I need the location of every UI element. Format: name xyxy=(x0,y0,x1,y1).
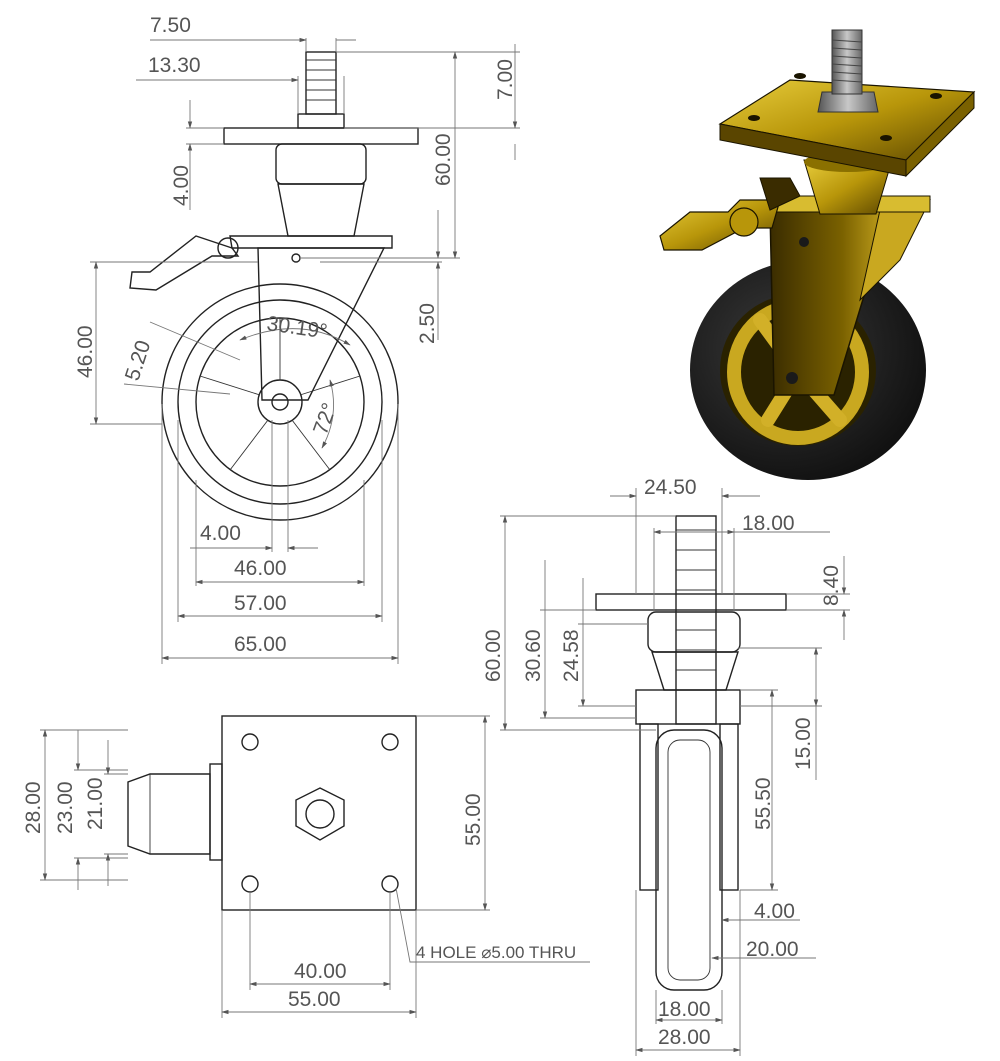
dim-fork-length: 55.50 xyxy=(752,777,775,830)
wheel-hub-outer xyxy=(177,299,383,505)
render-plate-side xyxy=(905,90,975,178)
dim-overall-height: 60.00 xyxy=(432,133,455,186)
dim-washer-dia: 24.50 xyxy=(644,476,697,499)
top-dimensions: 28.00 23.00 21.00 55.00 40.00 55.00 4 HO… xyxy=(22,715,590,1018)
brake-lever xyxy=(129,235,240,291)
render-threads xyxy=(831,39,863,83)
dim-hub-dia: 57.00 xyxy=(234,592,287,615)
dim-nut-width: 13.30 xyxy=(148,54,201,77)
dim-spoke-angle: 72° xyxy=(309,400,341,438)
dim-fork-top: 15.00 xyxy=(792,717,815,770)
dim-stem-dia: 7.50 xyxy=(150,14,191,37)
fork-top xyxy=(229,235,393,249)
dim-wheel-dia: 65.00 xyxy=(234,633,287,656)
side-dimensions: 7.50 13.30 7.00 4.00 60.00 2.50 46.00 5 xyxy=(74,14,520,664)
pivot-hole xyxy=(291,253,301,263)
dim-axle-dia: 4.00 xyxy=(200,522,241,545)
isometric-render xyxy=(659,29,976,480)
wheel-tire xyxy=(161,283,399,521)
dim-bearing-dia: 18.00 xyxy=(742,512,795,535)
fork-leg xyxy=(257,247,386,401)
dim-pedal-inner: 21.00 xyxy=(84,777,107,830)
render-brake-arm xyxy=(759,177,801,211)
dim-cone-height: 24.58 xyxy=(560,629,583,682)
front-fork-top xyxy=(635,689,741,725)
front-dimensions: 24.50 18.00 8.40 60.00 30.60 24.58 15.00 xyxy=(482,476,850,1056)
swivel-bearing xyxy=(275,143,367,185)
brake-pivot xyxy=(217,237,239,259)
dim-pedal-width: 23.00 xyxy=(54,781,77,834)
dim-axle-height: 46.00 xyxy=(74,325,97,378)
side-view: 7.50 13.30 7.00 4.00 60.00 2.50 46.00 5 xyxy=(74,14,520,664)
dim-stem-length: 7.00 xyxy=(494,59,517,100)
dim-spoke-width: 5.20 xyxy=(121,338,156,384)
render-axle-bolt xyxy=(786,372,798,384)
dim-plate-thk: 4.00 xyxy=(170,165,193,206)
front-plate xyxy=(595,593,787,611)
front-fork-right xyxy=(719,723,739,891)
hole-note: 4 HOLE ⌀5.00 THRU xyxy=(416,943,576,962)
dim-plate-size: 55.00 xyxy=(462,793,485,846)
top-brake-hinge xyxy=(209,763,223,861)
dim-pivot-hole: 2.50 xyxy=(416,303,439,344)
render-plate-holes xyxy=(748,73,942,141)
axle xyxy=(271,393,289,411)
dim-offset-angle: 30.19° xyxy=(265,312,329,343)
render-brake-pedal xyxy=(659,199,781,251)
plate-hole-3 xyxy=(241,875,259,893)
hex-nut xyxy=(297,113,345,129)
top-plate xyxy=(223,127,419,145)
front-stem xyxy=(675,515,717,725)
dim-brake-width: 28.00 xyxy=(22,781,45,834)
top-hex-nut xyxy=(295,787,345,841)
front-hub xyxy=(667,739,711,981)
front-fork-left xyxy=(639,723,659,891)
dim-plate-offset: 8.40 xyxy=(820,565,843,606)
front-view: 24.50 18.00 8.40 60.00 30.60 24.58 15.00 xyxy=(482,476,850,1056)
swivel-cone xyxy=(277,183,365,237)
wheel-hub xyxy=(257,379,303,425)
front-wheel xyxy=(655,729,723,991)
top-view: 28.00 23.00 21.00 55.00 40.00 55.00 4 HO… xyxy=(22,715,590,1018)
top-plate-outline xyxy=(221,715,417,911)
front-bearing xyxy=(647,611,741,653)
render-stem xyxy=(831,29,863,95)
dim-tread-offset: 4.00 xyxy=(754,900,795,923)
plate-hole-4 xyxy=(381,875,399,893)
top-stem xyxy=(305,799,335,829)
dim-wheel-width: 18.00 xyxy=(658,998,711,1021)
dim-rim-dia: 46.00 xyxy=(234,557,287,580)
top-brake-pedal xyxy=(127,773,211,855)
render-nut xyxy=(817,91,879,113)
front-cone xyxy=(651,651,739,691)
dim-fork-width: 28.00 xyxy=(658,1026,711,1049)
dim-axle-offset: 20.00 xyxy=(746,938,799,961)
dim-plate-width: 55.00 xyxy=(288,988,341,1011)
render-pivot xyxy=(799,237,809,247)
threaded-stem xyxy=(305,51,337,115)
dim-hole-spacing: 40.00 xyxy=(294,960,347,983)
dim-front-height: 60.00 xyxy=(482,629,505,682)
render-brake-hinge xyxy=(729,207,759,237)
plate-hole-2 xyxy=(381,733,399,751)
plate-hole-1 xyxy=(241,733,259,751)
dim-swivel-height: 30.60 xyxy=(522,629,545,682)
